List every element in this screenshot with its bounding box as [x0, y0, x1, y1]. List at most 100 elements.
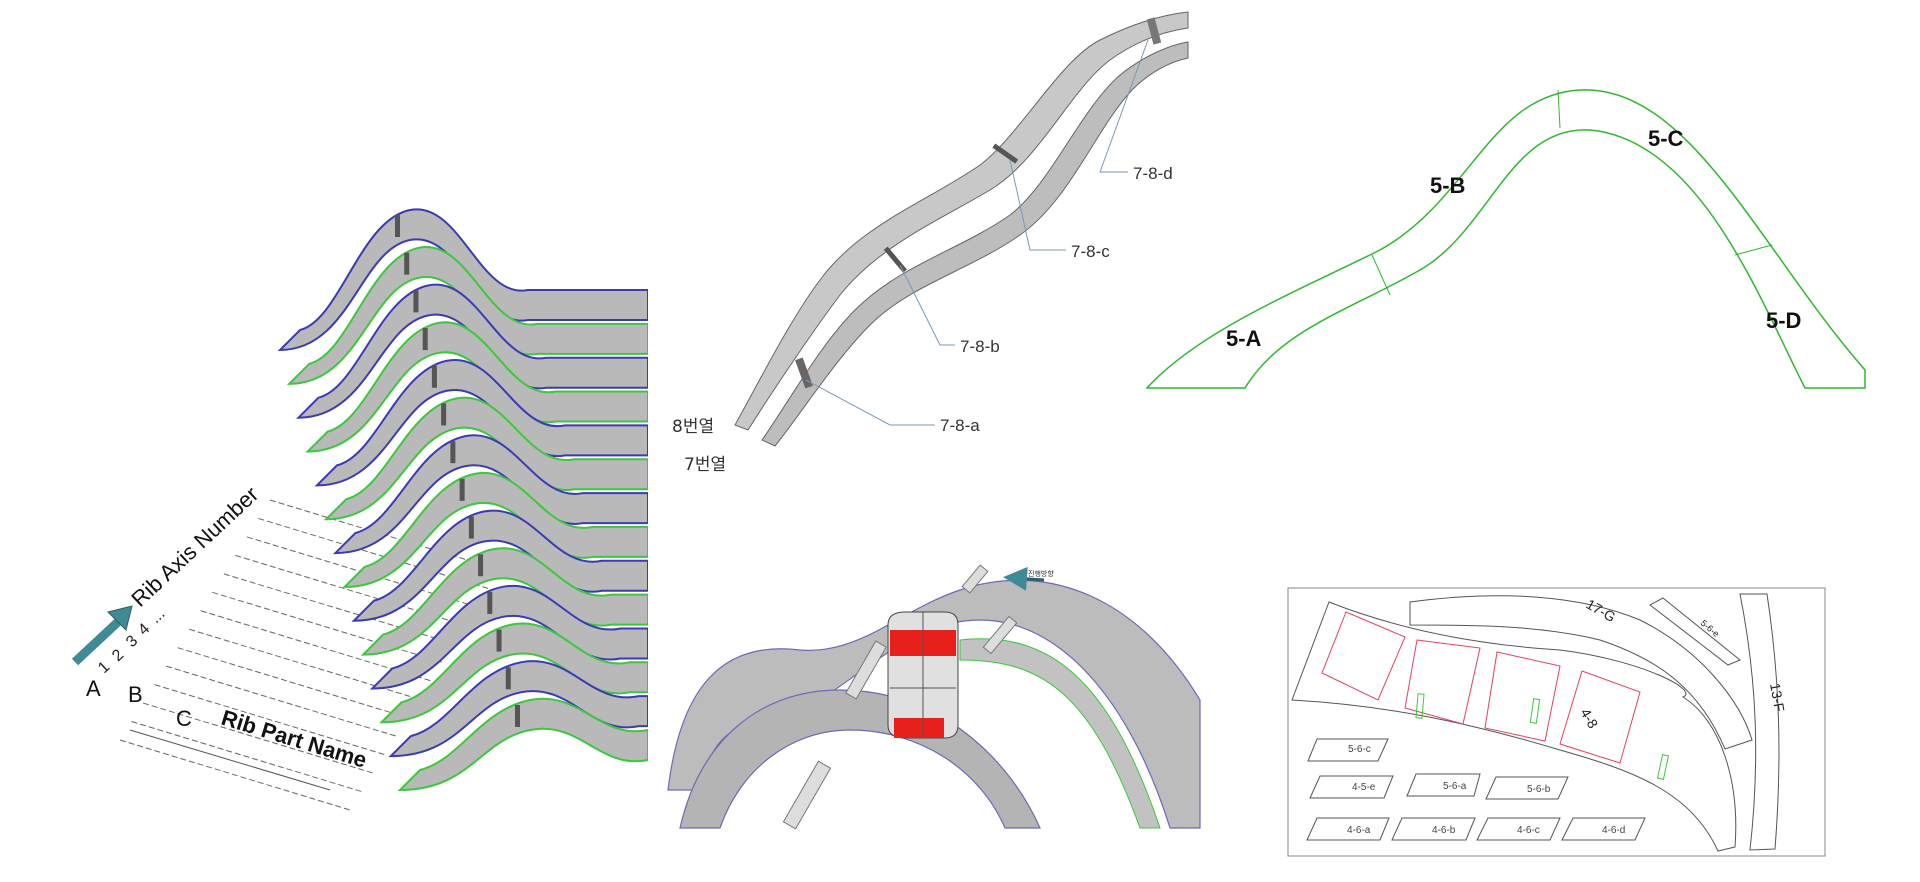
part-axis-line — [129, 729, 331, 791]
tag-plate — [982, 615, 1018, 655]
axis-number: 2 — [109, 646, 127, 665]
callout-leader — [805, 379, 935, 426]
tag-plate — [961, 564, 989, 594]
rib-connector — [505, 667, 511, 690]
rib-layer — [351, 509, 649, 622]
segment-divider — [1734, 244, 1773, 256]
rib-layer — [397, 697, 649, 792]
rib-connector — [468, 516, 474, 539]
tag-plate — [845, 640, 887, 700]
rib-axis-line — [177, 647, 408, 719]
small-part-outlines — [1306, 738, 1646, 841]
rib-stack — [277, 208, 660, 850]
axis-number: 3 — [123, 632, 141, 651]
connector-block — [992, 143, 1019, 164]
part-13-f — [1739, 593, 1780, 851]
part-label: 4-6-c — [1517, 825, 1540, 836]
direction-label: 진행방향 — [1028, 569, 1054, 578]
axis-arrow-icon — [71, 605, 133, 666]
rib-connector — [459, 478, 465, 501]
rib-axis-line — [142, 702, 374, 774]
rib-pair-panel: 7-8-a 7-8-b 7-8-c 7-8-d 8번열 7번열 — [672, 11, 1189, 475]
part-label: 4-6-a — [1347, 825, 1371, 836]
part-17-g — [1409, 595, 1753, 750]
rib-connector — [422, 328, 428, 351]
rib-layer — [388, 660, 649, 758]
rib-row-8 — [734, 11, 1189, 431]
rib-layer — [314, 359, 649, 487]
part-label: 13-F — [1767, 682, 1788, 713]
direction-arrow-icon — [1003, 566, 1045, 591]
segment-label: 5-A — [1226, 326, 1262, 351]
connector-block — [1146, 17, 1162, 45]
part-label: 5-6-c — [1348, 744, 1371, 755]
connector-block — [883, 246, 907, 273]
rib-layer — [342, 471, 649, 588]
red-band — [894, 718, 944, 738]
axis-number: ... — [147, 605, 168, 627]
row-label: 8번열 — [672, 417, 714, 437]
rib-axis-line — [154, 684, 385, 756]
segment-label: 5-D — [1766, 308, 1801, 333]
rib-axis-number-label: Rib Axis Number — [126, 482, 263, 612]
axis-number: 4 — [135, 620, 153, 639]
rib-layer — [277, 208, 649, 352]
rib-connector — [450, 441, 456, 464]
rib-layer — [286, 246, 649, 385]
rib-axis-line — [131, 721, 362, 793]
rib-outline — [1145, 89, 1866, 389]
rib-connector — [404, 252, 410, 275]
rib-layer — [323, 396, 649, 521]
callout-label: 7-8-c — [1071, 242, 1110, 261]
red-cutouts — [1321, 611, 1641, 764]
tag-plate — [782, 760, 832, 830]
callout-label: 7-8-a — [940, 416, 980, 435]
rib-connector — [413, 290, 419, 313]
axis-number: 1 — [95, 658, 113, 677]
part-label: 4-5-e — [1352, 782, 1376, 793]
assembly-view-panel: 진행방향 — [667, 564, 1201, 830]
rib-axis-line — [212, 591, 443, 663]
segment-divider — [1371, 254, 1391, 296]
callout-leader — [899, 264, 955, 346]
segment-divider — [1557, 89, 1561, 129]
part-label: 4-6-d — [1602, 825, 1625, 836]
part-4-8 — [1291, 601, 1737, 852]
rib-connector — [478, 554, 484, 577]
rib-outline-panel: 5-A 5-B 5-C 5-D — [1145, 89, 1866, 389]
rib-stack-panel: Rib Axis Number 1 2 3 4 ... A B C Rib Pa… — [71, 208, 660, 850]
rib-layer — [360, 547, 649, 656]
part-label: 5-6-b — [1527, 784, 1551, 795]
rib-layer — [332, 434, 649, 555]
panel-edge — [648, 250, 660, 850]
callout-leader — [1099, 39, 1149, 173]
green-slots — [1415, 693, 1670, 780]
rib-layer — [305, 321, 649, 453]
segment-label: 5-B — [1430, 173, 1465, 198]
sheet-frame — [1287, 587, 1826, 857]
part-letter: A — [86, 676, 101, 701]
connector-block — [795, 357, 813, 389]
rib-connector — [487, 591, 493, 614]
part-letter: B — [128, 682, 143, 707]
part-label: 5-6-a — [1443, 781, 1467, 792]
rib-layer — [369, 584, 649, 690]
callout-label: 7-8-b — [960, 337, 1000, 356]
middle-rib — [959, 638, 1161, 829]
rib-connector — [496, 629, 502, 652]
part-letter: C — [176, 706, 192, 731]
part-label: 4-6-b — [1432, 825, 1456, 836]
support-block — [887, 611, 959, 739]
segment-label: 5-C — [1648, 126, 1684, 151]
callout-label: 7-8-d — [1133, 164, 1173, 183]
nesting-sheet-panel: 5-6-c 4-5-e 5-6-a 5-6-b 4-6-a 4-6-b 4-6-… — [1287, 587, 1826, 857]
rib-connector — [441, 403, 447, 426]
rib-connector — [395, 215, 400, 237]
rib-axis-line — [119, 739, 351, 811]
rib-part-name-label: Rib Part Name — [219, 705, 370, 773]
rib-layer — [379, 622, 649, 724]
part-5-6-e — [1649, 597, 1741, 666]
callout-leader — [1009, 159, 1066, 251]
row-label: 7번열 — [684, 455, 726, 475]
